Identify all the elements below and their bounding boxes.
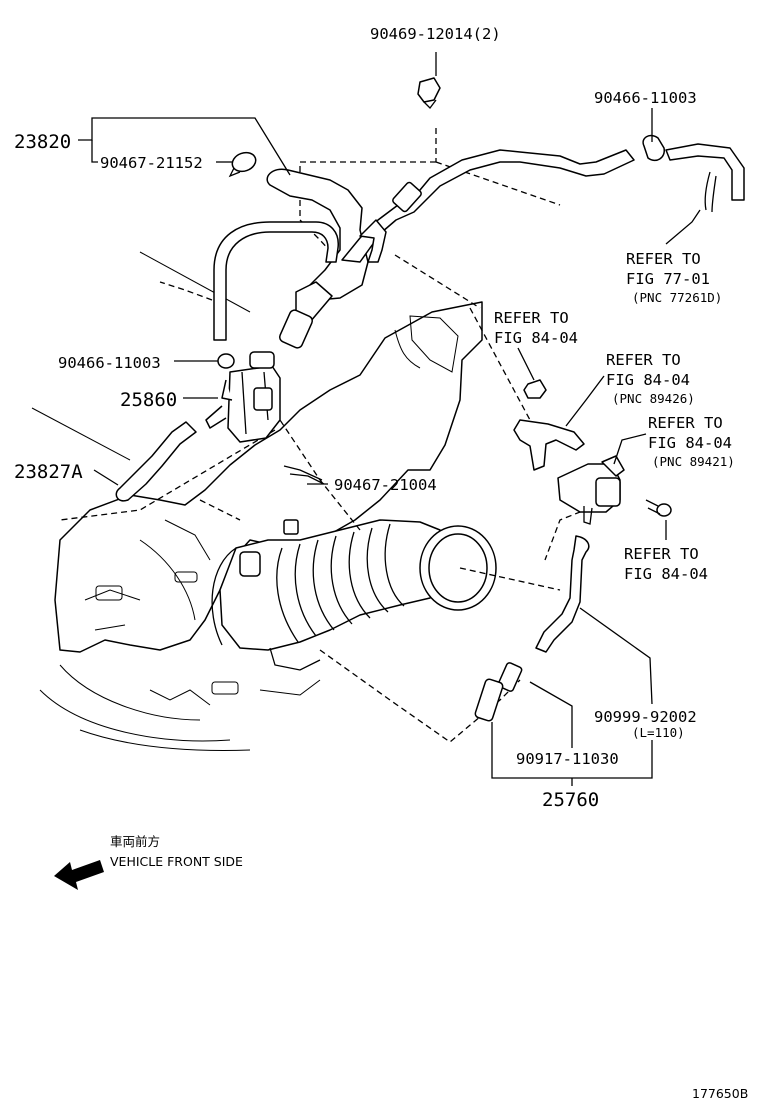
vacuum-hose-23820 (213, 143, 745, 349)
orientation-jp-label: 車両前方 (110, 834, 160, 849)
label-23820: 23820 (14, 131, 71, 153)
clamp-90467-21004-icon (283, 465, 325, 485)
hose-clamp-left-icon (217, 353, 235, 369)
ref-77-pnc: (PNC 77261D) (632, 290, 722, 305)
label-25860: 25860 (120, 389, 177, 411)
clip-90469-icon (417, 77, 441, 109)
hose-90999-92002 (535, 535, 590, 653)
sensor-89421 (557, 455, 625, 525)
hose-clamp-top-icon (642, 134, 665, 162)
label-90466-left: 90466-11003 (58, 354, 161, 372)
ref-84b-line1: REFER TO (606, 351, 681, 369)
ref-84a-line2: FIG 84-04 (494, 329, 578, 347)
ref-84c-line1: REFER TO (648, 414, 723, 432)
hose-23827a (115, 421, 197, 502)
clamp-90467-21152-icon (228, 151, 257, 178)
leader-lines (78, 52, 701, 786)
hose-90917-11030 (474, 662, 523, 722)
orientation-en-label: VEHICLE FRONT SIDE (110, 854, 243, 869)
nut-icon (523, 379, 547, 399)
label-90469: 90469-12014(2) (370, 25, 501, 43)
ref-84b-line2: FIG 84-04 (606, 371, 690, 389)
ref-84d-line1: REFER TO (624, 545, 699, 563)
engine-outline (31, 251, 483, 751)
label-25760: 25760 (542, 789, 599, 811)
ref-84b-pnc: (PNC 89426) (612, 391, 695, 406)
ref-84c-pnc: (PNC 89421) (652, 454, 735, 469)
hose-ribs (276, 523, 405, 643)
label-90467-21004: 90467-21004 (334, 476, 437, 494)
ref-84c-line2: FIG 84-04 (648, 434, 732, 452)
ref-84d-line2: FIG 84-04 (624, 565, 708, 583)
label-23827a: 23827A (14, 461, 83, 483)
ref-77-line1: REFER TO (626, 250, 701, 268)
bolt-icon (645, 499, 672, 517)
label-90999-length: (L=110) (632, 725, 685, 740)
label-90466-top: 90466-11003 (594, 89, 697, 107)
left-arrow-icon (54, 860, 104, 890)
ref-77-line2: FIG 77-01 (626, 270, 710, 288)
bracket-89426 (513, 419, 585, 471)
vacuum-valve-25860 (205, 351, 281, 443)
figure-number: 177650B (692, 1086, 748, 1101)
air-intake-hose (211, 519, 497, 671)
label-90467-21152: 90467-21152 (100, 154, 203, 172)
ref-84a-line1: REFER TO (494, 309, 569, 327)
label-90999: 90999-92002 (594, 708, 697, 726)
label-90917: 90917-11030 (516, 750, 619, 768)
